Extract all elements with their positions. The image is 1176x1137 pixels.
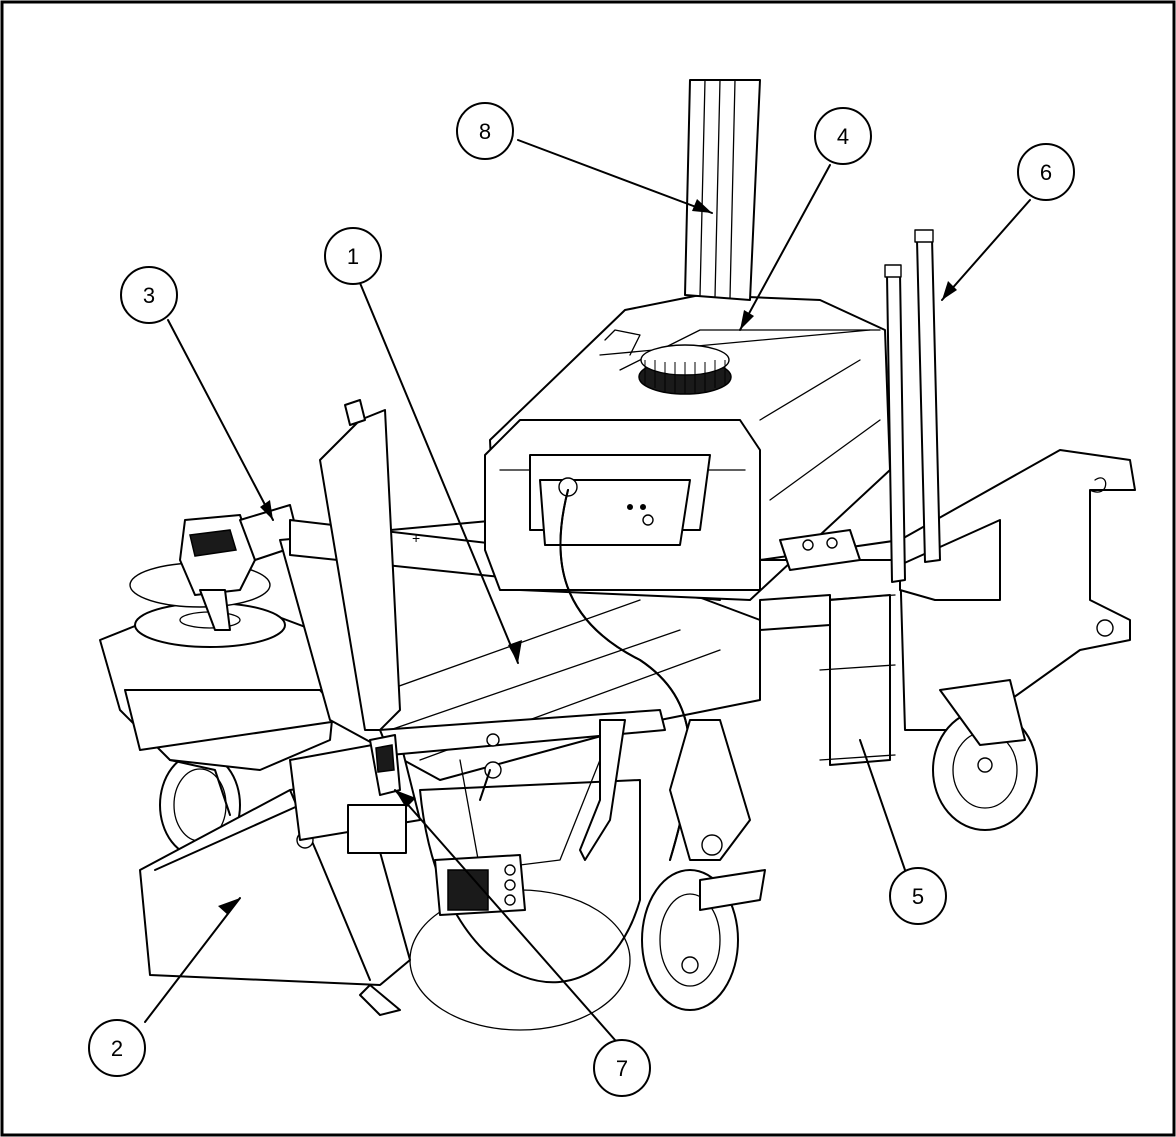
leader-2 bbox=[144, 897, 241, 1023]
callout-2: 2 bbox=[88, 1019, 146, 1077]
mounting-frame bbox=[759, 229, 1136, 831]
callout-4: 4 bbox=[814, 107, 872, 165]
callout-3: 3 bbox=[120, 266, 178, 324]
leader-1 bbox=[359, 282, 519, 664]
callout-5: 5 bbox=[889, 867, 947, 925]
leader-7 bbox=[394, 789, 616, 1041]
callout-4-label: 4 bbox=[837, 124, 849, 149]
callout-2-label: 2 bbox=[111, 1036, 123, 1061]
callout-8-label: 8 bbox=[479, 119, 491, 144]
leader-lines bbox=[144, 139, 1031, 1041]
svg-text:+: + bbox=[412, 530, 420, 546]
callout-7-label: 7 bbox=[616, 1056, 628, 1081]
leader-8 bbox=[517, 139, 713, 214]
callout-6-label: 6 bbox=[1040, 160, 1052, 185]
machine-drawing: + bbox=[99, 79, 1136, 1031]
front-caster bbox=[641, 719, 766, 1011]
callout-1-label: 1 bbox=[347, 244, 359, 269]
water-tank bbox=[484, 294, 891, 601]
chute bbox=[684, 79, 761, 301]
leader-3 bbox=[167, 319, 274, 521]
callout-1: 1 bbox=[324, 227, 382, 285]
leader-5 bbox=[859, 739, 906, 871]
side-brush-assembly bbox=[99, 504, 346, 771]
arrowheads bbox=[218, 199, 957, 915]
callout-8: 8 bbox=[456, 102, 514, 160]
leader-6 bbox=[941, 199, 1031, 301]
callout-6: 6 bbox=[1017, 143, 1075, 201]
callout-5-label: 5 bbox=[912, 884, 924, 909]
callout-7: 7 bbox=[593, 1039, 651, 1097]
leader-4 bbox=[739, 164, 831, 331]
left-upright bbox=[319, 399, 401, 796]
callout-3-label: 3 bbox=[143, 283, 155, 308]
brackets bbox=[347, 804, 526, 916]
